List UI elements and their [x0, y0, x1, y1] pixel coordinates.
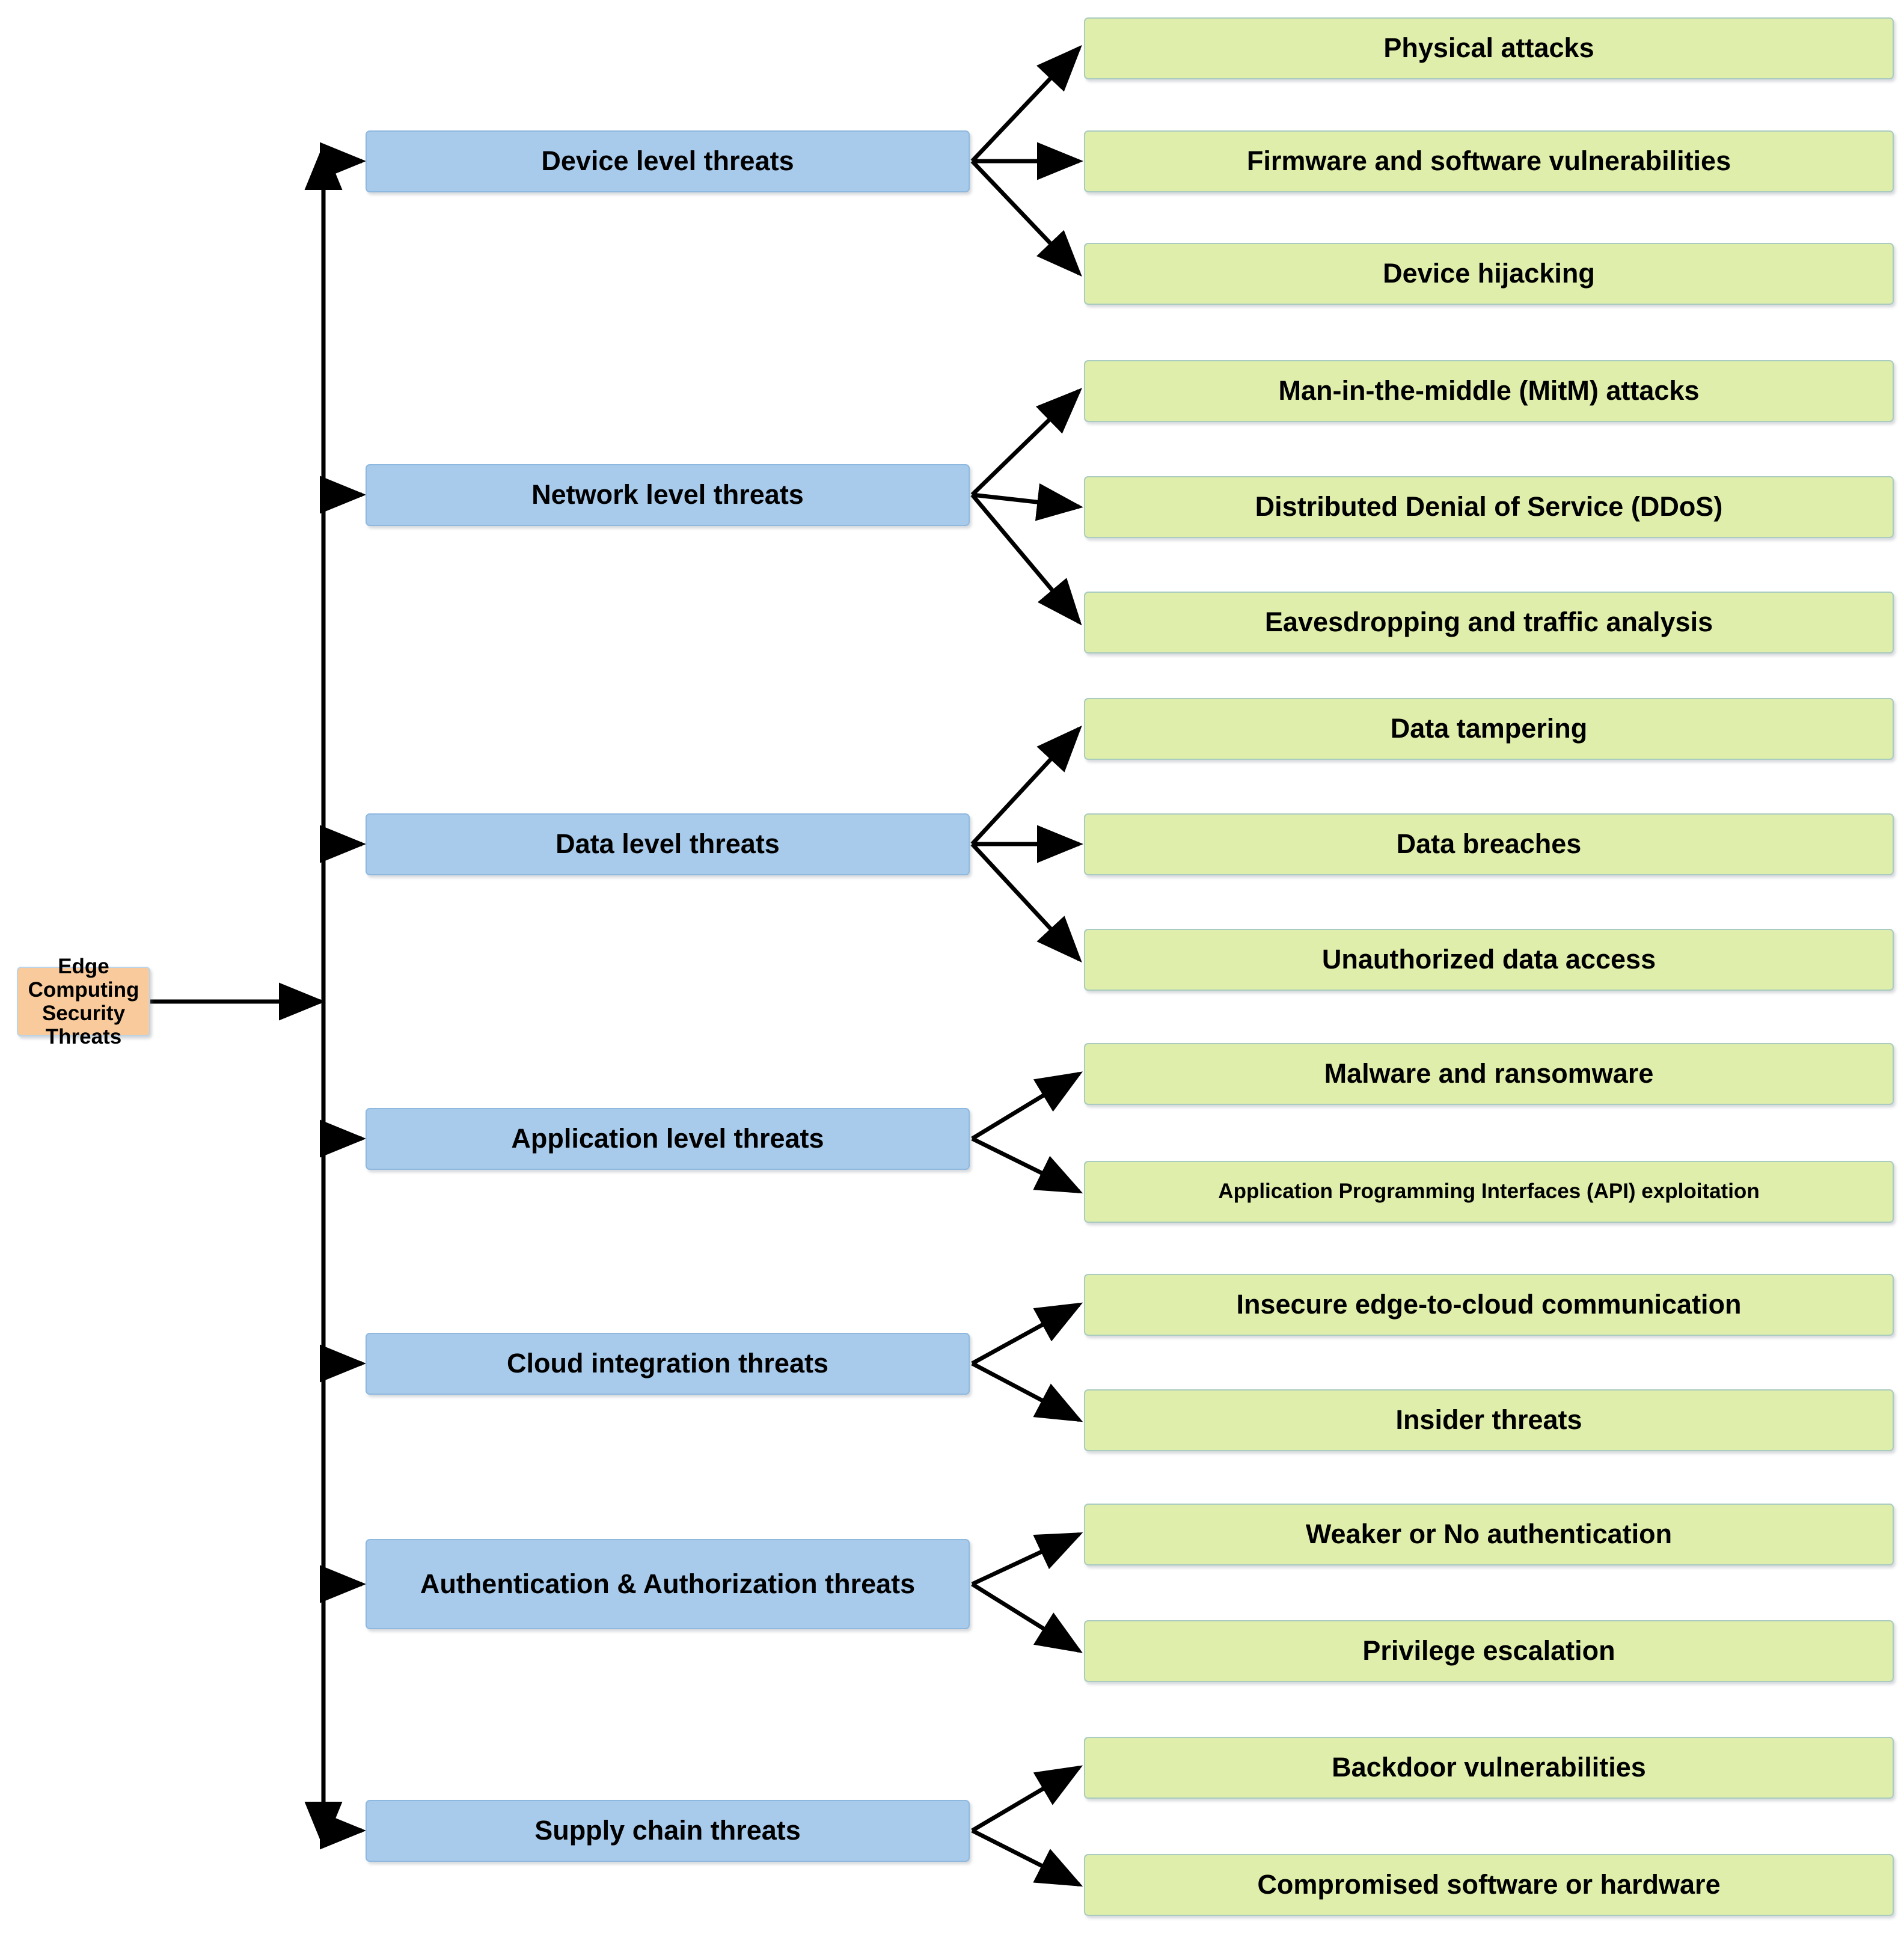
- leaf-node-label: Insecure edge-to-cloud communication: [1236, 1288, 1742, 1320]
- category-node[interactable]: Data level threats: [366, 813, 970, 875]
- leaf-node-label: Unauthorized data access: [1321, 943, 1656, 975]
- category-node[interactable]: Supply chain threats: [366, 1799, 970, 1862]
- leaf-node-label: Data tampering: [1390, 712, 1588, 744]
- leaf-node-label: Firmware and software vulnerabilities: [1246, 145, 1731, 176]
- root-node[interactable]: Edge Computing Security Threats: [17, 955, 150, 1048]
- category-node[interactable]: Cloud integration threats: [366, 1332, 970, 1395]
- category-node-label: Device level threats: [541, 145, 794, 176]
- leaf-node-label: Insider threats: [1395, 1404, 1582, 1435]
- leaf-node[interactable]: Data breaches: [1084, 813, 1894, 875]
- category-node-label: Cloud integration threats: [506, 1347, 828, 1378]
- category-node-label: Data level threats: [556, 828, 780, 859]
- category-node-label: Network level threats: [531, 479, 804, 510]
- leaf-node-label: Backdoor vulnerabilities: [1332, 1751, 1646, 1782]
- leaf-node-label: Malware and ransomware: [1324, 1057, 1654, 1089]
- leaf-node-label: Weaker or No authentication: [1305, 1518, 1673, 1549]
- leaf-node[interactable]: Backdoor vulnerabilities: [1084, 1736, 1894, 1799]
- leaf-node[interactable]: Distributed Denial of Service (DDoS): [1084, 476, 1894, 538]
- leaf-node-label: Eavesdropping and traffic analysis: [1264, 606, 1713, 637]
- category-node[interactable]: Network level threats: [366, 464, 970, 526]
- leaf-node-label: Physical attacks: [1383, 32, 1594, 63]
- leaf-node-label: Data breaches: [1396, 828, 1582, 859]
- leaf-node[interactable]: Data tampering: [1084, 697, 1894, 760]
- leaf-node[interactable]: Weaker or No authentication: [1084, 1503, 1894, 1565]
- leaf-node[interactable]: Insider threats: [1084, 1389, 1894, 1451]
- leaf-node-label: Device hijacking: [1383, 257, 1595, 289]
- leaf-node[interactable]: Physical attacks: [1084, 17, 1894, 79]
- category-node[interactable]: Application level threats: [366, 1107, 970, 1170]
- leaf-node-label: Man-in-the-middle (MitM) attacks: [1278, 375, 1700, 406]
- leaf-node-label: Application Programming Interfaces (API)…: [1218, 1180, 1760, 1204]
- leaf-node[interactable]: Application Programming Interfaces (API)…: [1084, 1160, 1894, 1223]
- leaf-node[interactable]: Device hijacking: [1084, 242, 1894, 305]
- leaf-node[interactable]: Insecure edge-to-cloud communication: [1084, 1273, 1894, 1336]
- leaf-node[interactable]: Man-in-the-middle (MitM) attacks: [1084, 360, 1894, 422]
- category-node-label: Supply chain threats: [534, 1814, 801, 1846]
- leaf-node[interactable]: Compromised software or hardware: [1084, 1853, 1894, 1916]
- category-node-label: Authentication & Authorization threats: [420, 1568, 916, 1599]
- category-node-label: Application level threats: [511, 1122, 824, 1154]
- leaf-node-label: Distributed Denial of Service (DDoS): [1255, 491, 1723, 522]
- leaf-node-label: Privilege escalation: [1362, 1635, 1615, 1666]
- leaf-node-label: Compromised software or hardware: [1257, 1868, 1721, 1900]
- category-node[interactable]: Device level threats: [366, 130, 970, 192]
- leaf-node[interactable]: Malware and ransomware: [1084, 1042, 1894, 1105]
- leaf-node[interactable]: Firmware and software vulnerabilities: [1084, 130, 1894, 192]
- category-node[interactable]: Authentication & Authorization threats: [366, 1539, 970, 1629]
- leaf-node[interactable]: Eavesdropping and traffic analysis: [1084, 591, 1894, 653]
- leaf-node[interactable]: Privilege escalation: [1084, 1620, 1894, 1682]
- root-node-label: Edge Computing Security Threats: [28, 954, 139, 1049]
- leaf-node[interactable]: Unauthorized data access: [1084, 928, 1894, 991]
